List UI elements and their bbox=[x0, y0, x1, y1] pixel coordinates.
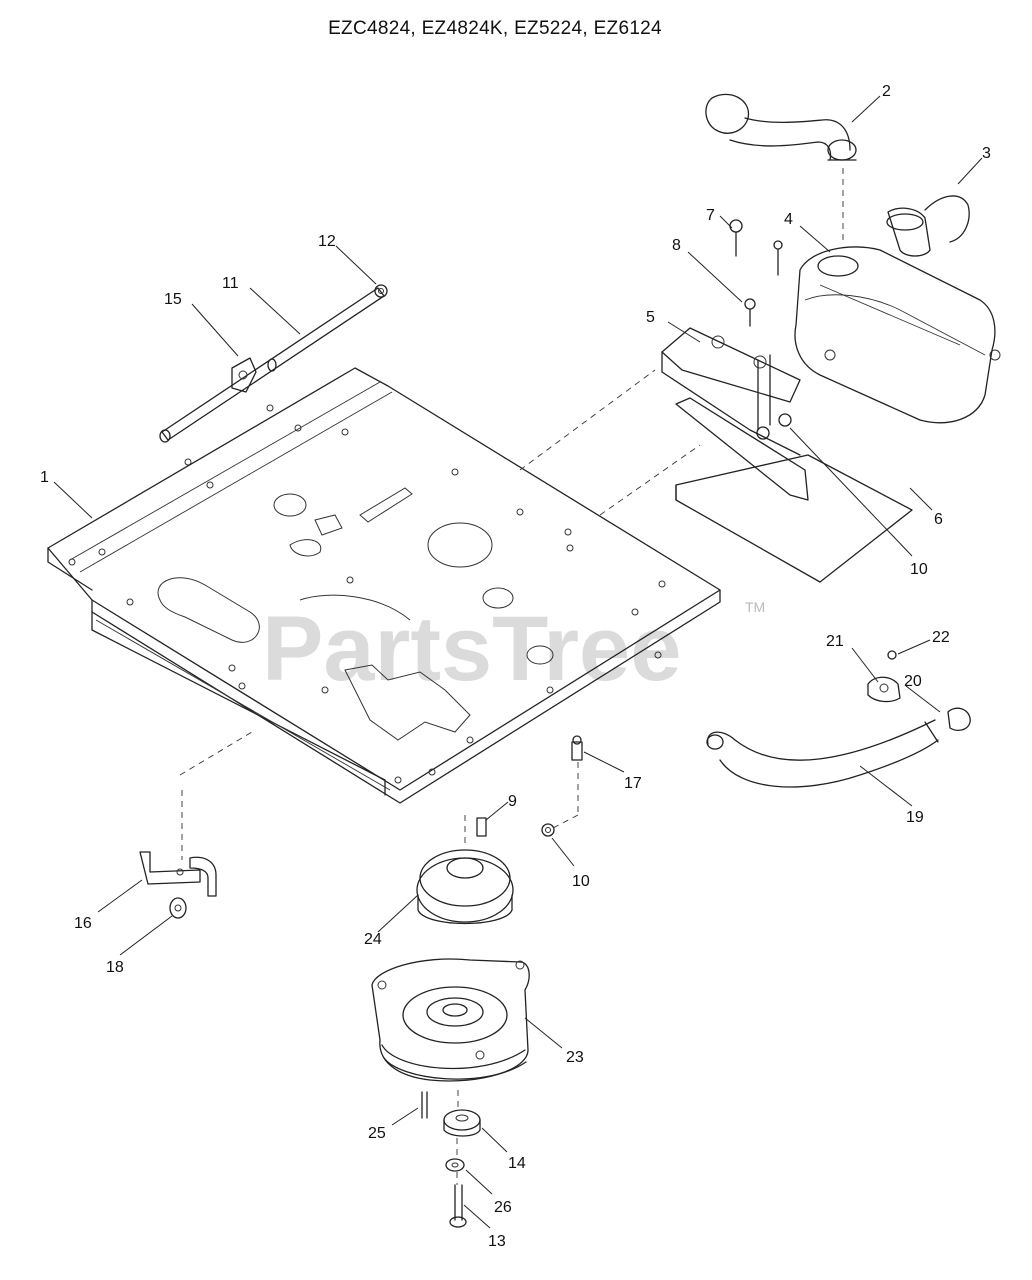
callout-16: 16 bbox=[74, 915, 92, 932]
callout-4: 4 bbox=[784, 211, 793, 228]
clamp[interactable] bbox=[947, 707, 971, 732]
callout-labels: 1 2 3 4 5 6 7 8 9 10 10 11 12 13 14 15 1… bbox=[40, 83, 991, 1250]
callout-6: 6 bbox=[934, 511, 943, 528]
hose-upper[interactable] bbox=[705, 93, 857, 161]
callout-12: 12 bbox=[318, 233, 336, 250]
key-9[interactable] bbox=[476, 817, 487, 837]
callout-19: 19 bbox=[906, 809, 924, 826]
callout-23: 23 bbox=[566, 1049, 584, 1066]
callout-26: 26 bbox=[494, 1199, 512, 1216]
bolt-8[interactable] bbox=[744, 298, 756, 327]
shield-plate[interactable] bbox=[675, 454, 913, 583]
bolt-17[interactable] bbox=[571, 735, 583, 761]
callout-24: 24 bbox=[364, 931, 382, 948]
hose-lower[interactable] bbox=[706, 719, 939, 788]
callout-10-upper: 10 bbox=[910, 561, 928, 578]
callout-21: 21 bbox=[826, 633, 844, 650]
diagram-title: EZC4824, EZ4824K, EZ5224, EZ6124 bbox=[328, 18, 662, 39]
lockwasher-26[interactable] bbox=[445, 1158, 465, 1172]
callout-13: 13 bbox=[488, 1233, 506, 1250]
callout-3: 3 bbox=[982, 145, 991, 162]
nut-10-upper[interactable] bbox=[756, 413, 792, 440]
callout-20: 20 bbox=[904, 673, 922, 690]
callout-22: 22 bbox=[932, 629, 950, 646]
rod[interactable] bbox=[159, 287, 385, 443]
callout-8: 8 bbox=[672, 237, 681, 254]
callout-17: 17 bbox=[624, 775, 642, 792]
callout-1: 1 bbox=[40, 469, 49, 486]
tank[interactable] bbox=[794, 246, 1001, 424]
callout-15: 15 bbox=[164, 291, 182, 308]
callout-14: 14 bbox=[508, 1155, 526, 1172]
watermark: PartsTree bbox=[262, 598, 681, 700]
callout-10-lower: 10 bbox=[572, 873, 590, 890]
callout-7: 7 bbox=[706, 207, 715, 224]
callout-18: 18 bbox=[106, 959, 124, 976]
bolt-13[interactable] bbox=[449, 1184, 467, 1228]
bracket-16[interactable] bbox=[139, 851, 217, 897]
hose-bracket[interactable] bbox=[867, 676, 901, 703]
watermark-trademark: TM bbox=[745, 599, 765, 615]
pulley[interactable] bbox=[416, 849, 514, 925]
mount-bracket[interactable] bbox=[661, 327, 809, 501]
callout-9: 9 bbox=[508, 793, 517, 810]
frame-plate[interactable] bbox=[47, 367, 721, 804]
stud[interactable] bbox=[757, 240, 783, 431]
leader-lines bbox=[53, 95, 983, 1229]
callout-2: 2 bbox=[882, 83, 891, 100]
elbow-fitting[interactable] bbox=[886, 195, 970, 257]
nut[interactable] bbox=[374, 284, 388, 298]
alignment-lines bbox=[179, 168, 844, 1185]
pin-25[interactable] bbox=[421, 1091, 428, 1119]
screw-22[interactable] bbox=[887, 650, 897, 660]
spacer-18[interactable] bbox=[169, 897, 187, 919]
bracket[interactable] bbox=[231, 357, 257, 393]
callout-25: 25 bbox=[368, 1125, 386, 1142]
bolt-7[interactable] bbox=[729, 219, 743, 257]
callout-5: 5 bbox=[646, 309, 655, 326]
clutch[interactable] bbox=[371, 958, 530, 1082]
callout-11: 11 bbox=[222, 275, 239, 292]
nut-10-lower[interactable] bbox=[541, 823, 555, 837]
washer-14[interactable] bbox=[443, 1109, 481, 1137]
